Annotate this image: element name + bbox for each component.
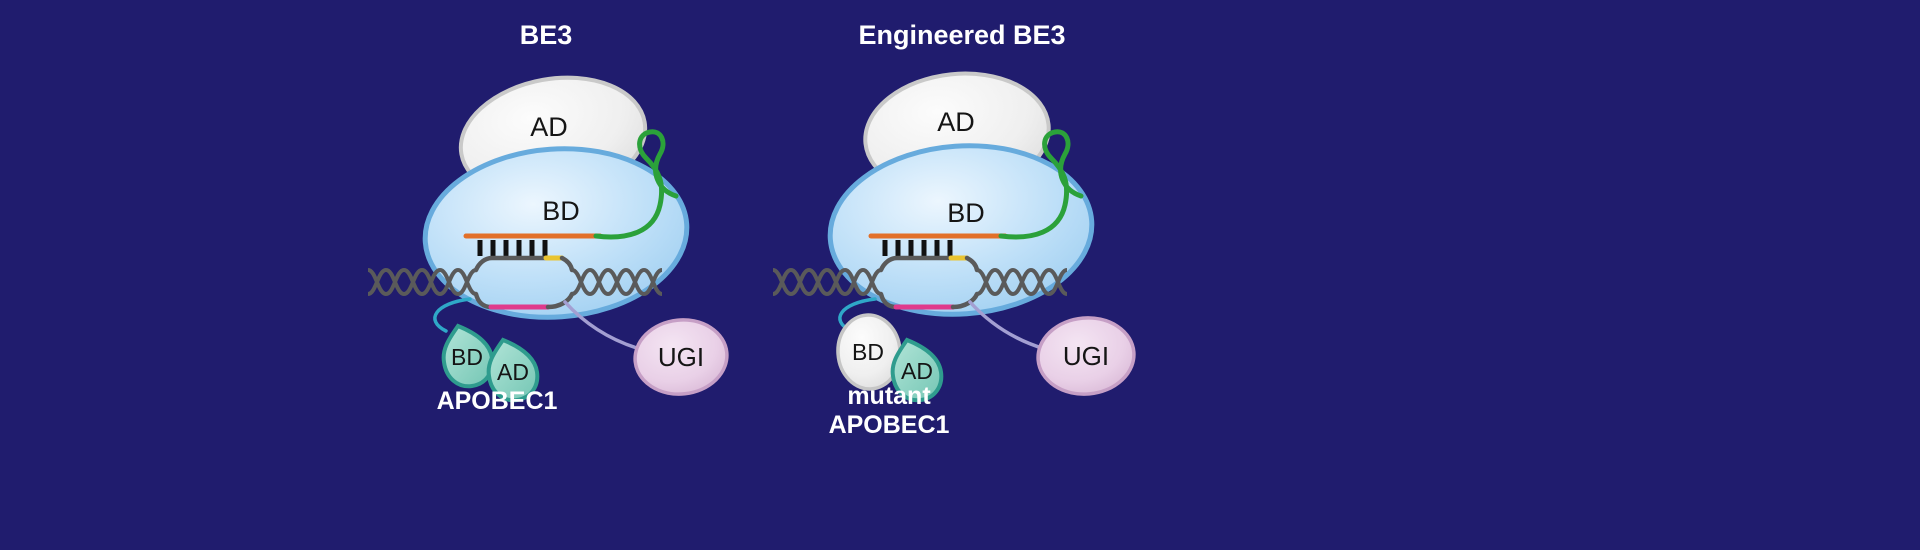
apobec1-bd-leaf: [441, 323, 495, 389]
dna-helix-left: [367, 267, 477, 297]
dna-strand: [367, 267, 477, 297]
mutant-apobec1-ad-leaf: [890, 337, 944, 403]
mutant-apobec1-name-line1: mutant: [847, 382, 931, 410]
dna-strand: [367, 267, 477, 297]
cas9-ad-label: AD: [530, 112, 568, 142]
dna-helix-left: [772, 267, 882, 297]
mutant-apobec1-name-line2: APOBEC1: [829, 411, 950, 439]
base-pairing-teeth: [477, 240, 548, 256]
ugi-blob: [1036, 316, 1136, 396]
cas9-bd-label: BD: [542, 196, 580, 226]
engineered-be3-panel: Engineered BE3 AD BD BD AD mutant APOBEC…: [772, 20, 1136, 439]
target-strand: [878, 255, 954, 273]
apobec1-ad-leaf: [486, 337, 540, 403]
ugi-label: UGI: [1063, 341, 1109, 371]
dna-strand: [772, 267, 882, 297]
ugi-blob: [633, 318, 729, 396]
displaced-strand-right: [545, 291, 575, 310]
cas9-bd-label: BD: [947, 198, 985, 228]
panel-title: Engineered BE3: [858, 20, 1065, 50]
target-strand-exit: [964, 255, 980, 273]
dna-strand: [976, 267, 1068, 297]
apobec1-linker-teal: [433, 297, 472, 333]
ugi-label: UGI: [658, 342, 704, 372]
sgrna-scaffold-loop: [998, 129, 1084, 240]
dna-strand: [772, 267, 882, 297]
dna-helix-right: [571, 267, 663, 297]
ugi-linker-purple: [563, 300, 642, 351]
apobec1-ad-label: AD: [497, 359, 529, 385]
apobec1-bd-label: BD: [451, 344, 483, 370]
target-strand-exit: [559, 255, 575, 273]
mutant-apobec1-ad-label: AD: [901, 358, 933, 384]
mutant-apobec1-bd-label: BD: [852, 339, 884, 365]
apobec1-name: APOBEC1: [437, 387, 558, 415]
sgrna-scaffold-loop: [593, 129, 679, 240]
target-strand: [473, 255, 549, 273]
displaced-strand-right: [950, 291, 980, 310]
ugi-linker-purple: [968, 300, 1047, 351]
be3-panel: BE3 AD BD BD AD APOBEC1 UGI: [367, 20, 729, 415]
cas9-ad-label: AD: [937, 107, 975, 137]
panel-title: BE3: [520, 20, 573, 50]
dna-strand: [571, 267, 663, 297]
base-pairing-teeth: [882, 240, 953, 256]
dna-helix-right: [976, 267, 1068, 297]
